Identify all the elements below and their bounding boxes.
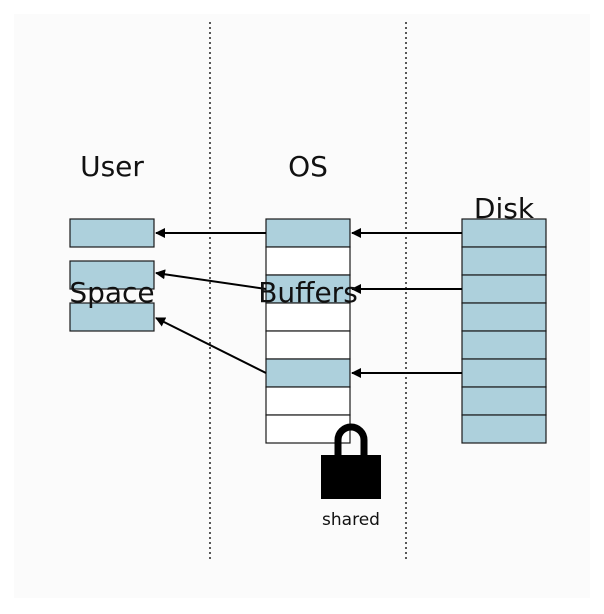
title-line: Disk — [473, 192, 535, 225]
lock-icon — [321, 423, 381, 499]
arrow-os-to-user — [155, 269, 267, 290]
disk-block — [461, 274, 547, 304]
disk-block — [461, 358, 547, 388]
os-buffer-slot-empty — [265, 330, 351, 360]
user-space-blocks — [69, 218, 155, 332]
user-block — [69, 218, 155, 248]
disk-to-os-arrows — [351, 228, 462, 378]
os-buffer-slots — [265, 218, 351, 444]
os-buffer-slot-empty — [265, 386, 351, 416]
lock-label: shared — [322, 510, 380, 530]
disk-block — [461, 386, 547, 416]
os-buffer-slot-empty — [265, 302, 351, 332]
user-block — [69, 260, 155, 290]
disk-block — [461, 414, 547, 444]
os-buffer-slot-empty — [265, 246, 351, 276]
disk-blocks — [461, 218, 547, 444]
title-line: OS — [288, 150, 328, 183]
os-buffer-slot-filled — [265, 274, 351, 304]
title-line: Buffers — [258, 276, 358, 309]
disk-block — [461, 218, 547, 248]
user-block — [69, 302, 155, 332]
disk-block — [461, 330, 547, 360]
os-buffer-slot-filled — [265, 358, 351, 388]
os-buffer-slot-filled — [265, 218, 351, 248]
disk-block — [461, 246, 547, 276]
title-line: Space — [69, 276, 155, 309]
os-to-user-arrows — [155, 228, 267, 374]
column-title-disk: Disk — [454, 104, 554, 272]
column-title-os-buffers: OS Buffers — [248, 62, 368, 356]
title-line: User — [80, 150, 144, 183]
disk-block — [461, 302, 547, 332]
column-title-user-space: User Space — [62, 62, 162, 356]
arrow-os-to-user — [155, 317, 267, 374]
